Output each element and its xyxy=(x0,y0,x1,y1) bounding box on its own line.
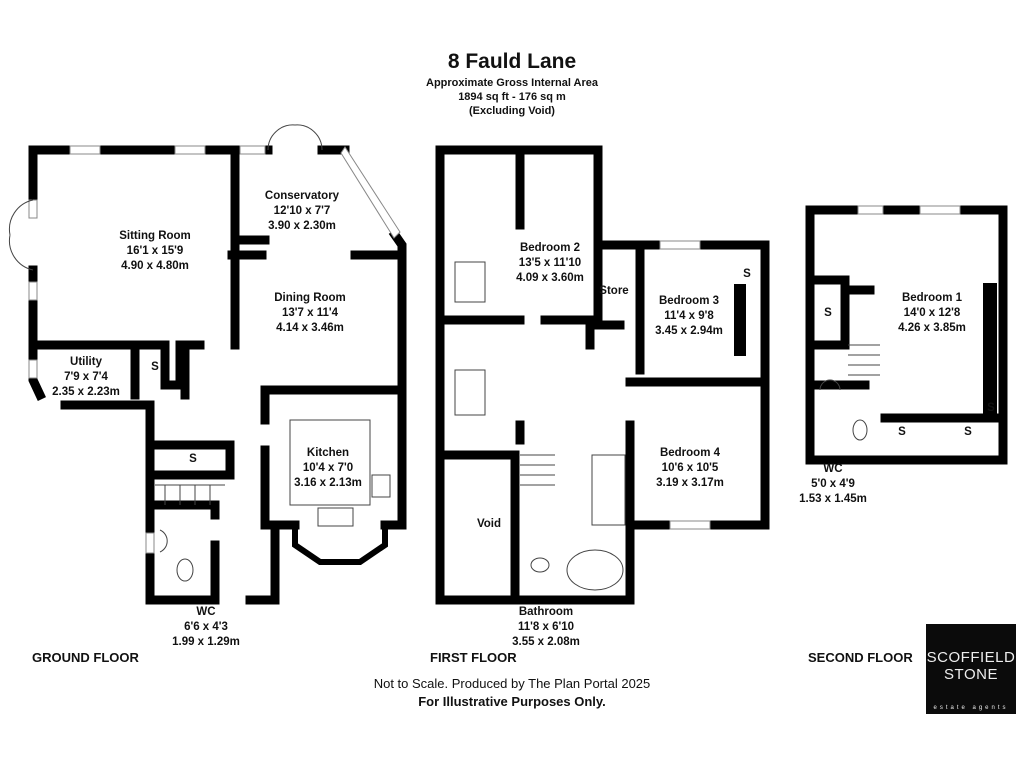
room-name: Sitting Room xyxy=(119,230,191,242)
room-imperial: 14'0 x 12'8 xyxy=(903,307,961,319)
ground-floor-label: GROUND FLOOR xyxy=(32,650,139,665)
room-name: Bedroom 4 xyxy=(659,447,721,459)
room-metric: 3.90 x 2.30m xyxy=(268,220,336,232)
room-name: WC xyxy=(823,463,843,475)
room-bedroom-1: Bedroom 1 14'0 x 12'8 4.26 x 3.85m xyxy=(898,291,966,336)
room-bedroom-4: Bedroom 4 10'6 x 10'5 3.19 x 3.17m xyxy=(656,446,724,491)
store-room-label: Store xyxy=(599,285,629,297)
room-metric: 3.55 x 2.08m xyxy=(512,636,580,648)
room-metric: 4.09 x 3.60m xyxy=(516,272,584,284)
room-imperial: 13'5 x 11'10 xyxy=(518,257,582,269)
illustrative-note: For Illustrative Purposes Only. xyxy=(418,694,606,709)
room-imperial: 11'8 x 6'10 xyxy=(518,621,574,633)
room-metric: 4.26 x 3.85m xyxy=(898,322,966,334)
second-floor-walls xyxy=(805,205,1008,465)
room-metric: 4.90 x 4.80m xyxy=(121,260,189,272)
room-conservatory: Conservatory 12'10 x 7'7 3.90 x 2.30m xyxy=(265,189,339,234)
room-bedroom-3: Bedroom 3 11'4 x 9'8 3.45 x 2.94m xyxy=(655,294,723,339)
room-dining-room: Dining Room 13'7 x 11'4 4.14 x 3.46m xyxy=(274,291,346,336)
room-name: WC xyxy=(196,606,216,618)
logo-tagline: estate agents xyxy=(933,705,1009,711)
room-bathroom: Bathroom 11'8 x 6'10 3.55 x 2.08m xyxy=(512,605,580,650)
room-name: Bedroom 1 xyxy=(901,292,963,304)
store-label: S xyxy=(964,426,972,438)
store-label: S xyxy=(151,361,159,373)
room-wc-ground: WC 6'6 x 4'3 1.99 x 1.29m xyxy=(172,605,240,650)
store-label: S xyxy=(824,307,832,319)
room-name: Bedroom 2 xyxy=(519,242,581,254)
store-label: S xyxy=(743,268,751,280)
room-metric: 4.14 x 3.46m xyxy=(276,322,344,334)
store-label: S xyxy=(898,426,906,438)
room-metric: 3.45 x 2.94m xyxy=(655,325,723,337)
room-name: Bedroom 3 xyxy=(658,295,720,307)
room-sitting-room: Sitting Room 16'1 x 15'9 4.90 x 4.80m xyxy=(119,229,191,274)
void-label: Void xyxy=(476,518,502,530)
room-wc-second: WC 5'0 x 4'9 1.53 x 1.45m xyxy=(799,462,867,507)
room-imperial: 11'4 x 9'8 xyxy=(664,310,714,322)
logo-line-1: SCOFFIELD xyxy=(926,649,1016,666)
room-imperial: 16'1 x 15'9 xyxy=(126,245,184,257)
room-imperial: 5'0 x 4'9 xyxy=(811,478,855,490)
second-floor-label: SECOND FLOOR xyxy=(808,650,913,665)
room-metric: 1.53 x 1.45m xyxy=(799,493,867,505)
ground-floor-walls xyxy=(8,124,407,605)
scale-note: Not to Scale. Produced by The Plan Porta… xyxy=(373,676,651,691)
room-utility: Utility 7'9 x 7'4 2.35 x 2.23m xyxy=(52,355,120,400)
plan-title: 8 Fauld Lane xyxy=(447,50,577,73)
room-imperial: 10'6 x 10'5 xyxy=(661,462,719,474)
store-label: S xyxy=(987,402,995,414)
room-kitchen: Kitchen 10'4 x 7'0 3.16 x 2.13m xyxy=(294,446,362,491)
room-imperial: 13'7 x 11'4 xyxy=(281,307,338,319)
first-floor-label: FIRST FLOOR xyxy=(430,650,517,665)
room-name: Utility xyxy=(70,356,102,368)
room-metric: 3.19 x 3.17m xyxy=(656,477,724,489)
room-name: Dining Room xyxy=(274,292,346,304)
area-note: (Excluding Void) xyxy=(469,105,555,117)
room-metric: 2.35 x 2.23m xyxy=(52,386,120,398)
room-imperial: 10'4 x 7'0 xyxy=(302,462,354,474)
room-name: Kitchen xyxy=(306,447,350,459)
room-name: Bathroom xyxy=(518,606,574,618)
room-bedroom-2: Bedroom 2 13'5 x 11'10 4.09 x 3.60m xyxy=(516,241,584,286)
store-label: S xyxy=(189,453,197,465)
room-metric: 1.99 x 1.29m xyxy=(172,636,240,648)
room-imperial: 6'6 x 4'3 xyxy=(184,621,228,633)
first-floor-walls xyxy=(435,145,770,605)
room-name: Conservatory xyxy=(264,190,340,202)
area-heading: Approximate Gross Internal Area xyxy=(426,77,598,89)
agency-logo: SCOFFIELD STONE estate agents xyxy=(926,624,1016,714)
room-metric: 3.16 x 2.13m xyxy=(294,477,362,489)
area-value: 1894 sq ft - 176 sq m xyxy=(458,91,566,103)
room-imperial: 7'9 x 7'4 xyxy=(64,371,108,383)
logo-line-2: STONE xyxy=(944,666,998,683)
room-imperial: 12'10 x 7'7 xyxy=(273,205,331,217)
